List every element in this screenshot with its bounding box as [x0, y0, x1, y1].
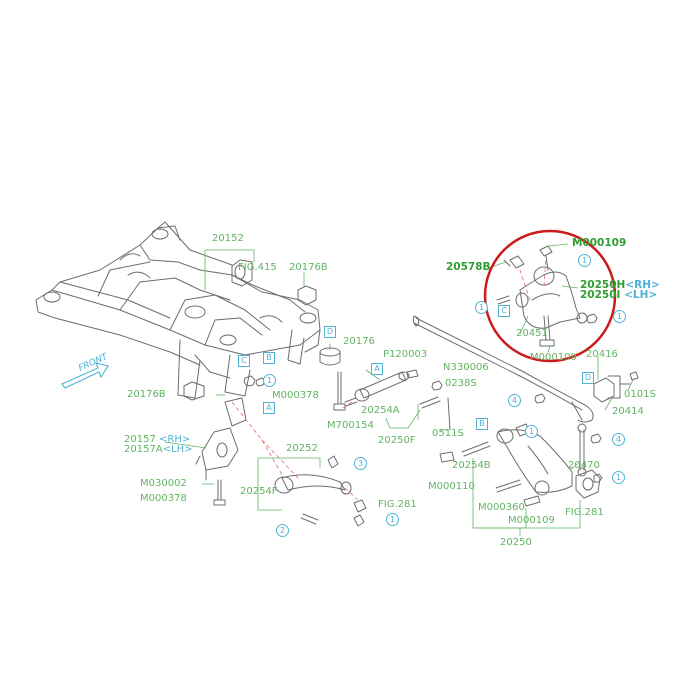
label-20250f: 20250F: [378, 435, 416, 446]
label-m700154: M700154: [327, 420, 374, 431]
leader-lines: [164, 243, 635, 536]
ref-circle-1e: 1: [578, 254, 591, 267]
bushing-20176: [319, 347, 341, 366]
label-20254f: 20254F: [240, 486, 278, 497]
ref-circle-1f: 1: [475, 301, 488, 314]
nut-c2: [255, 377, 266, 387]
bushing-20176b-top: [297, 285, 317, 306]
ref-box-c1: C: [238, 355, 250, 367]
label-20254a: 20254A: [361, 405, 400, 416]
label-20250h: 20250H<RH>: [580, 279, 660, 291]
ref-circle-4a: 4: [508, 394, 521, 407]
label-20176: 20176: [343, 336, 375, 347]
label-20152: 20152: [212, 233, 244, 244]
label-20157a: 20157A<LH>: [124, 444, 193, 455]
label-m000109-bot: M000109: [508, 515, 555, 526]
label-0511s: 0511S: [432, 428, 464, 439]
label-20470: 20470: [568, 460, 600, 471]
bushing-20176b-left: [183, 381, 205, 401]
ref-circle-4b: 4: [612, 433, 625, 446]
label-fig415: FIG.415: [238, 262, 277, 273]
label-20416: 20416: [586, 349, 618, 360]
front-arrow-icon: [61, 362, 109, 389]
label-20254b: 20254B: [452, 460, 491, 471]
ref-circle-3: 3: [354, 457, 367, 470]
label-m000378-b: M000378: [140, 493, 187, 504]
label-m000378-a: M000378: [272, 390, 319, 401]
ref-box-a1: A: [263, 402, 275, 414]
label-20250: 20250: [500, 537, 532, 548]
label-20176b-left: 20176B: [127, 389, 166, 400]
stabilizer-bar-20451: [412, 315, 594, 423]
ref-box-d2: D: [582, 372, 594, 384]
ref-box-a2: A: [371, 363, 383, 375]
label-m000109-mid: M000109: [530, 352, 577, 363]
bolts-left: [205, 371, 346, 506]
label-0238s: 0238S: [445, 378, 477, 389]
label-fig281-b: FIG.281: [565, 507, 604, 518]
label-0101s: 0101S: [624, 389, 656, 400]
label-20414: 20414: [612, 406, 644, 417]
nut-4a: [534, 393, 546, 404]
ref-circle-1a: 1: [263, 374, 276, 387]
label-20176b-top: 20176B: [289, 262, 328, 273]
ref-circle-1c: 1: [525, 425, 538, 438]
label-m000360: M000360: [478, 502, 525, 513]
label-n330006: N330006: [443, 362, 489, 373]
ref-circle-1g: 1: [613, 310, 626, 323]
nut-c: [243, 375, 256, 387]
upper-arm-20250h: [496, 245, 598, 347]
ref-box-b: B: [263, 352, 275, 364]
ref-box-b2: B: [476, 418, 488, 430]
stabilizer-link-20470: [577, 423, 587, 477]
label-20157: 20157 <RH>: [124, 434, 191, 445]
diff-mount-bracket: [195, 397, 247, 471]
mount-bushing-fig415: [231, 259, 253, 287]
stabilizer-bushing-clamp: [593, 371, 639, 403]
nut-4b: [590, 433, 602, 444]
label-20250i: 20250I <LH>: [580, 289, 658, 301]
label-m000109-top: M000109: [572, 237, 627, 249]
ref-box-d1: D: [324, 326, 336, 338]
ref-circle-1b: 1: [386, 513, 399, 526]
label-m000110: M000110: [428, 481, 475, 492]
highlight-circle: [483, 229, 617, 363]
rear-subframe: [35, 221, 321, 399]
label-fig281-a: FIG.281: [378, 499, 417, 510]
link-20254a: [344, 369, 451, 431]
lateral-link-20252: [274, 455, 367, 527]
label-20252: 20252: [286, 443, 318, 454]
reference-lines: [231, 255, 547, 501]
label-20578b: 20578B: [446, 261, 491, 273]
label-p120003: P120003: [383, 349, 428, 360]
ref-circle-2: 2: [276, 524, 289, 537]
label-20451: 20451: [516, 328, 548, 339]
ref-box-c2: C: [498, 305, 510, 317]
ref-circle-1d: 1: [612, 471, 625, 484]
label-m030002: M030002: [140, 478, 187, 489]
